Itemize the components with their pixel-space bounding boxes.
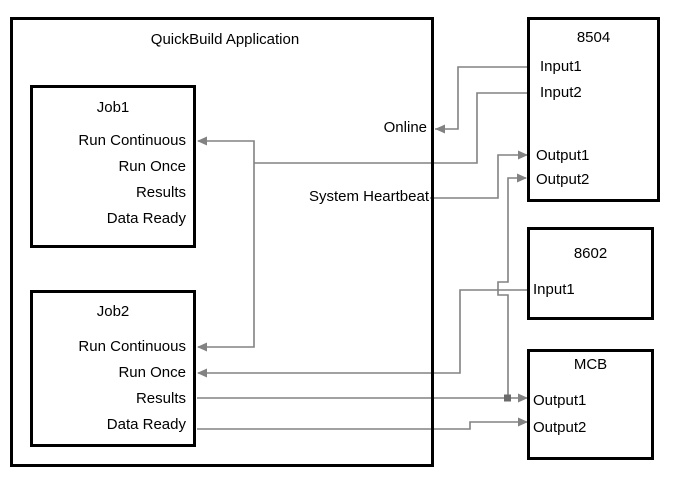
job2-terminal-results: Results [135,390,186,407]
device-8602-title: 8602 [573,245,608,262]
wire-8504-input1-to-online [435,66,527,130]
arrowhead-mcb-output1 [518,393,528,403]
app-terminal-system-heartbeat: System Heartbeat [308,188,429,205]
job1-title: Job1 [96,99,130,116]
wire-data-ready-to-mcb-output2 [197,421,527,430]
device-mcb-output2: Output2 [533,419,587,436]
job1-box [30,85,196,248]
arrowhead-mcb-output2 [518,417,528,427]
job2-box [30,290,196,447]
device-8504-title: 8504 [576,29,611,46]
device-8602-input1: Input1 [533,281,575,298]
arrowhead-job2-run-continuous [197,342,207,352]
app-title: QuickBuild Application [150,31,300,48]
device-mcb-output1: Output1 [533,392,587,409]
arrowhead-8504-output2 [517,173,527,183]
job1-terminal-data-ready: Data Ready [106,210,186,227]
arrowhead-job2-run-once [197,368,207,378]
arrowhead-online [435,124,445,134]
arrowhead-job1-run-continuous [197,136,207,146]
wire-8602-input1-to-run-once [198,289,527,374]
app-terminal-online: Online [383,119,427,136]
job1-terminal-results: Results [135,184,186,201]
job2-terminal-run-once: Run Once [118,364,186,381]
job1-terminal-run-once: Run Once [118,158,186,175]
job2-terminal-data-ready: Data Ready [106,416,186,433]
quickbuild-application-box [10,17,434,467]
device-mcb-box [527,349,654,460]
arrowhead-8504-output1 [518,150,528,160]
job2-title: Job2 [96,303,130,320]
wire-heartbeat-to-8504-output1 [430,154,527,199]
device-8602-box [527,227,654,320]
device-8504-output2: Output2 [536,171,590,188]
device-8504-box [527,17,660,202]
device-8504-input2: Input2 [540,84,582,101]
job2-terminal-run-continuous: Run Continuous [78,338,186,355]
device-mcb-title: MCB [573,356,608,373]
wire-run-continuous-trunk [198,140,255,348]
wire-run-continuous-to-8504-input2 [254,92,527,164]
wire-junction-to-8504-output2 [497,177,526,398]
device-8504-input1: Input1 [540,58,582,75]
job1-terminal-run-continuous: Run Continuous [78,132,186,149]
device-8504-output1: Output1 [536,147,590,164]
wire-junction-dot [504,394,511,402]
